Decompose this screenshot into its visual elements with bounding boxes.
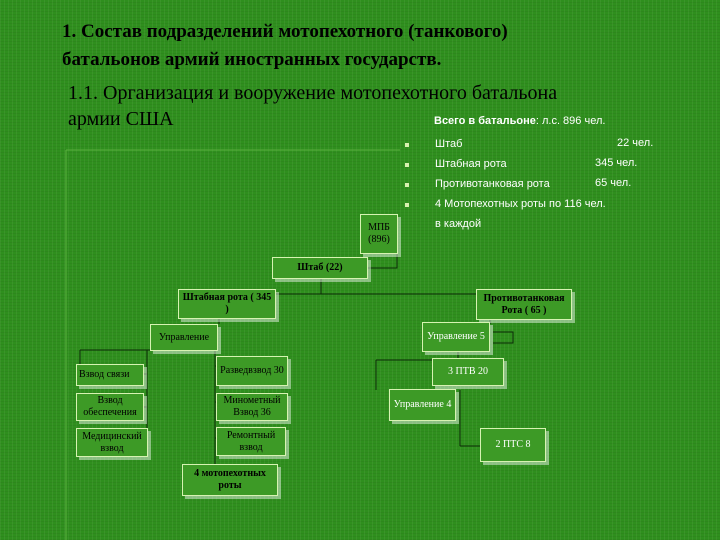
node-hq-mgmt: Управление (150, 324, 218, 351)
node-hq-mgmt-label: Управление (158, 331, 210, 343)
composition-item-value: 22 чел. (617, 137, 654, 149)
composition-item-name: Штабная рота (435, 158, 507, 170)
composition-item-value: 65 чел. (595, 177, 632, 189)
node-pts: 2 ПТС 8 (480, 428, 546, 462)
node-supply-platoon-label: Взвод обеспечения (83, 395, 137, 418)
node-hq-company-label: Штабная рота ( 345 ) (182, 292, 272, 315)
node-mech-companies: 4 мотопехотных роты (182, 464, 278, 496)
bullet-icon (405, 163, 409, 167)
node-ptv-label: 3 ПТВ 20 (448, 366, 488, 377)
title-line-2: батальонов армий иностранных государств. (62, 49, 442, 70)
node-at-mgmt-2: Управление 4 (389, 389, 456, 421)
node-shtab-label: Штаб (22) (297, 262, 343, 273)
node-mpb: МПБ (896) (360, 214, 398, 254)
node-at-company-label: Противотанковая Рота ( 65 ) (483, 292, 565, 316)
node-repair-platoon: Ремонтный взвод (216, 427, 286, 456)
composition-continuation: в каждой (435, 218, 482, 230)
node-at-mgmt-2-label: Управление 4 (393, 399, 452, 410)
node-at-company: Противотанковая Рота ( 65 ) (476, 289, 572, 320)
composition-item-name: 4 Мотопехотных роты по 116 чел. (435, 198, 606, 210)
battalion-total-value: : л.с. 896 чел. (535, 115, 606, 127)
node-mech-companies-label: 4 мотопехотных роты (194, 468, 266, 491)
bullet-icon (405, 143, 409, 147)
node-at-mgmt-label: Управление 5 (427, 331, 485, 342)
node-at-mgmt: Управление 5 (422, 322, 490, 352)
bullet-icon (405, 183, 409, 187)
node-shtab: Штаб (22) (272, 257, 368, 279)
node-mortar-platoon-label: Минометный Взвод 36 (223, 395, 281, 418)
node-medical-platoon-label: Медицинский взвод (82, 430, 142, 454)
node-mortar-platoon: Минометный Взвод 36 (216, 393, 288, 421)
bullet-icon (405, 203, 409, 207)
node-pts-label: 2 ПТС 8 (495, 439, 531, 450)
node-recon-platoon: Разведвзвод 30 (216, 356, 288, 386)
node-supply-platoon: Взвод обеспечения (76, 393, 144, 421)
composition-item-name: Штаб (435, 138, 463, 150)
node-recon-platoon-label: Разведвзвод 30 (220, 365, 284, 376)
subtitle-line-2: армии США (68, 108, 174, 130)
composition-item-value: 345 чел. (595, 157, 638, 169)
node-medical-platoon: Медицинский взвод (76, 428, 148, 457)
node-hq-company: Штабная рота ( 345 ) (178, 289, 276, 319)
battalion-total: Всего в батальоне: л.с. 896 чел. (434, 115, 605, 127)
battalion-total-label: Всего в батальоне (434, 115, 536, 127)
slide-title: 1. Состав подразделений мотопехотного (т… (62, 18, 702, 74)
node-signal-platoon: Взвод связи (76, 364, 144, 386)
node-repair-platoon-label: Ремонтный взвод (226, 429, 276, 453)
node-mpb-label: МПБ (896) (368, 222, 390, 245)
title-line-1: 1. Состав подразделений мотопехотного (т… (62, 21, 508, 42)
node-signal-platoon-label: Взвод связи (79, 369, 130, 380)
node-ptv: 3 ПТВ 20 (432, 358, 504, 386)
composition-item-name: Противотанковая рота (435, 178, 550, 190)
